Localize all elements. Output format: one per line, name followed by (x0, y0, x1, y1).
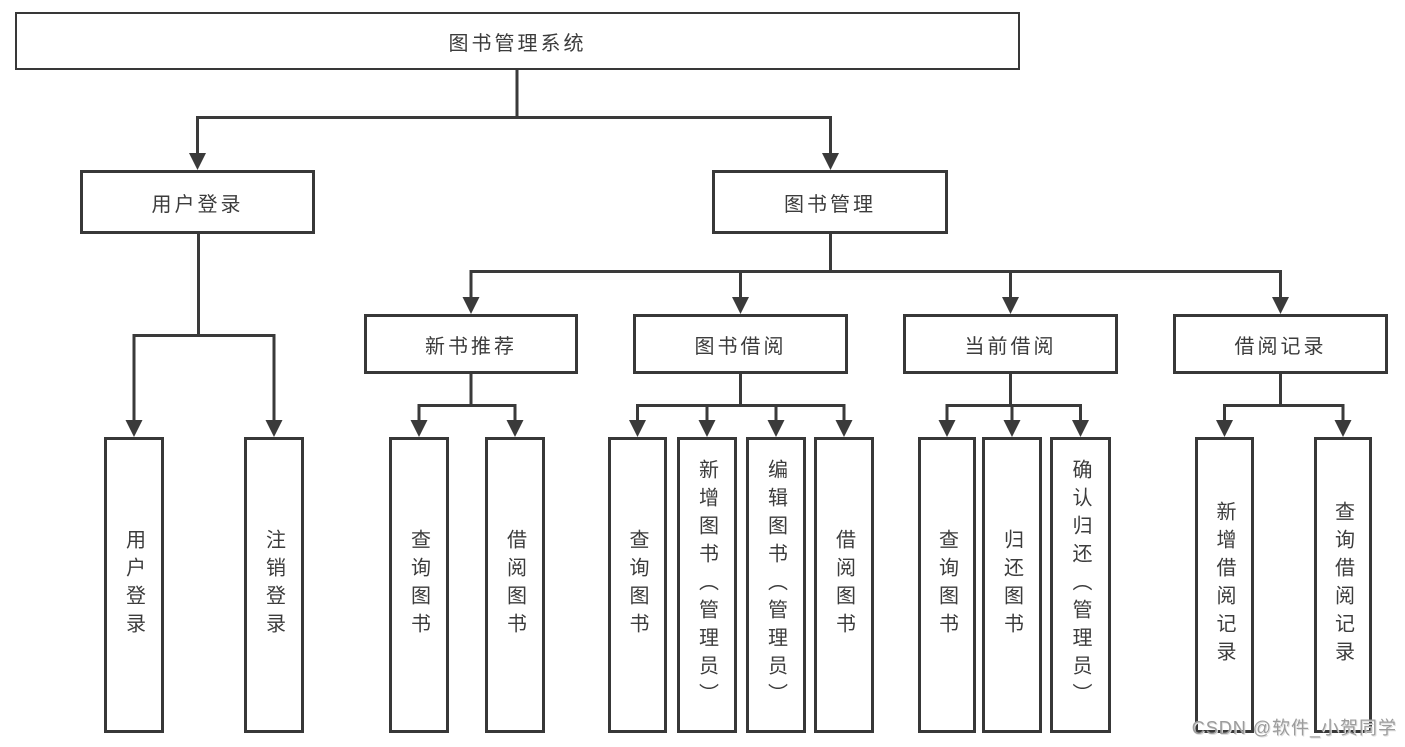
leaf-query-books-recommend: 查询图书 (389, 437, 449, 733)
leaf-query-books-borrow: 查询图书 (608, 437, 667, 733)
leaf-borrow-books: 借阅图书 (814, 437, 874, 733)
leaf-edit-books-admin: 编辑图书（管理员） (746, 437, 806, 733)
node-new-book-recommendation: 新书推荐 (364, 314, 578, 374)
leaf-confirm-return-admin: 确认归还（管理员） (1050, 437, 1111, 733)
node-current-borrowing: 当前借阅 (903, 314, 1118, 374)
leaf-user-login: 用户登录 (104, 437, 164, 733)
node-root-library-system: 图书管理系统 (15, 12, 1020, 70)
node-user-login: 用户登录 (80, 170, 315, 234)
leaf-query-borrow-record: 查询借阅记录 (1314, 437, 1372, 733)
csdn-watermark: CSDN @软件_小贺同学 (1191, 718, 1397, 738)
leaf-logout: 注销登录 (244, 437, 304, 733)
leaf-query-books-current: 查询图书 (918, 437, 976, 733)
node-borrowing-records: 借阅记录 (1173, 314, 1388, 374)
node-book-management: 图书管理 (712, 170, 948, 234)
leaf-borrow-books-recommend: 借阅图书 (485, 437, 545, 733)
leaf-add-books-admin: 新增图书（管理员） (677, 437, 737, 733)
leaf-add-borrow-record: 新增借阅记录 (1195, 437, 1254, 733)
leaf-return-books: 归还图书 (982, 437, 1042, 733)
node-book-borrowing: 图书借阅 (633, 314, 848, 374)
